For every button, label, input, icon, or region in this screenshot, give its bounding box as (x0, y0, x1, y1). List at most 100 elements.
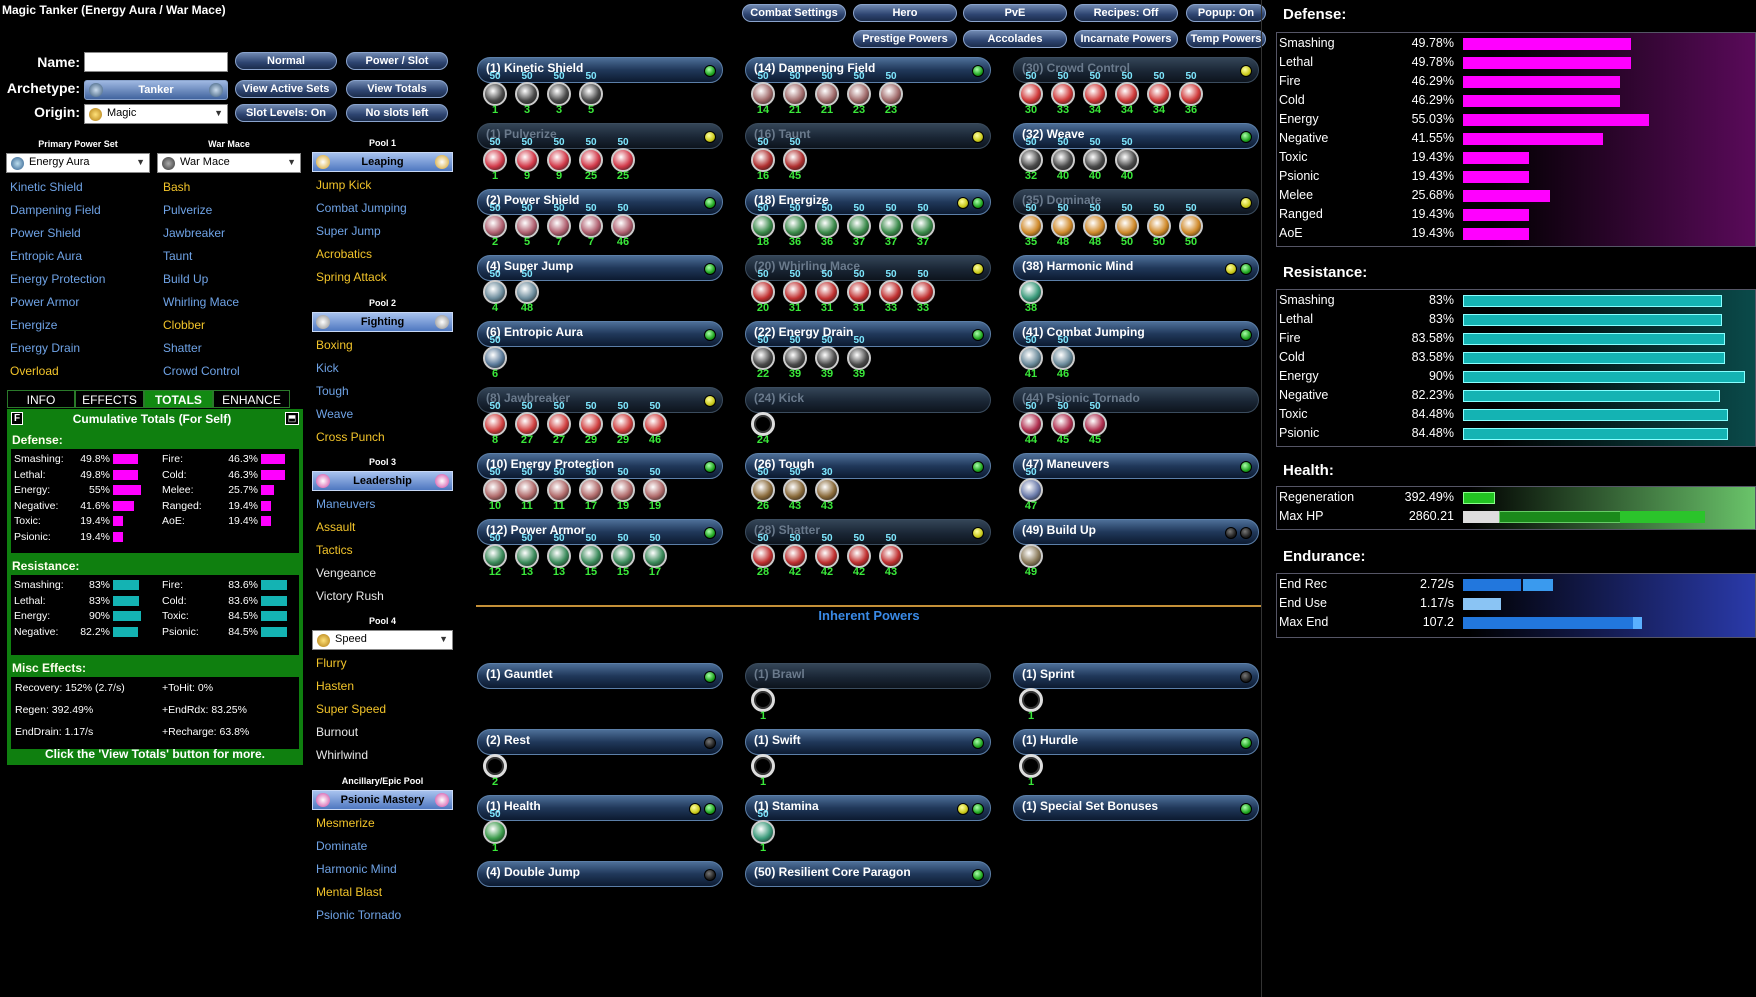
power-bar[interactable]: (47) Maneuvers (1013, 453, 1259, 479)
power-bar[interactable]: (10) Energy Protection (477, 453, 723, 479)
enhancement-slot[interactable]: 1 (1017, 679, 1045, 722)
power-item[interactable]: Vengeance (316, 566, 377, 580)
power-item[interactable]: Crowd Control (163, 364, 240, 378)
tab-effects[interactable]: EFFECTS (75, 390, 144, 408)
power-bar[interactable]: (28) Shatter (745, 519, 991, 545)
power-bar[interactable]: (49) Build Up (1013, 519, 1259, 545)
power-item[interactable]: Tactics (316, 543, 353, 557)
power-item[interactable]: Victory Rush (316, 589, 384, 603)
power-item[interactable]: Psionic Tornado (316, 908, 402, 922)
toolbar-button-r2-0[interactable]: Prestige Powers (853, 30, 957, 48)
power-item[interactable]: Tough (316, 384, 349, 398)
power-bar[interactable]: (1) Brawl (745, 663, 991, 689)
power-item[interactable]: Super Jump (316, 224, 381, 238)
pool-header[interactable]: Leaping (312, 152, 453, 172)
archetype-select[interactable]: Tanker (84, 80, 228, 100)
power-item[interactable]: Boxing (316, 338, 353, 352)
power-item[interactable]: Kinetic Shield (10, 180, 83, 194)
power-item[interactable]: Bash (163, 180, 191, 194)
power-item[interactable]: Burnout (316, 725, 359, 739)
power-item[interactable]: Mental Blast (316, 885, 383, 899)
secondary-set-select[interactable]: War Mace ▼ (157, 153, 301, 173)
power-bar[interactable]: (20) Whirling Mace (745, 255, 991, 281)
toolbar-button-r2-2[interactable]: Incarnate Powers (1074, 30, 1178, 48)
power-bar[interactable]: (1) Stamina (745, 795, 991, 821)
power-bar[interactable]: (1) Gauntlet (477, 663, 723, 689)
power-item[interactable]: Cross Punch (316, 430, 385, 444)
enhancement-slot[interactable]: 2 (481, 745, 509, 788)
pool-header[interactable]: Psionic Mastery (312, 790, 453, 810)
power-item[interactable]: Entropic Aura (10, 249, 83, 263)
enhancement-slot[interactable]: 49 (1017, 535, 1045, 578)
no-slots-button[interactable]: No slots left (346, 104, 448, 122)
power-bar[interactable]: (1) Health (477, 795, 723, 821)
enhancement-slot[interactable]: 24 (749, 403, 777, 446)
pool-header[interactable]: Fighting (312, 312, 453, 332)
power-bar[interactable]: (16) Taunt (745, 123, 991, 149)
power-bar[interactable]: (41) Combat Jumping (1013, 321, 1259, 347)
power-slot-button[interactable]: Power / Slot (346, 52, 448, 70)
power-bar[interactable]: (1) Swift (745, 729, 991, 755)
power-item[interactable]: Shatter (163, 341, 202, 355)
power-item[interactable]: Taunt (163, 249, 193, 263)
enhancement-slot[interactable]: 38 (1017, 271, 1045, 314)
toolbar-button-0[interactable]: Combat Settings (742, 4, 846, 22)
power-item[interactable]: Energy Drain (10, 341, 81, 355)
f-toggle-button[interactable]: F (11, 412, 23, 425)
enhancement-slot[interactable]: 1 (749, 745, 777, 788)
power-bar[interactable]: (18) Energize (745, 189, 991, 215)
toolbar-button-r2-1[interactable]: Accolades (963, 30, 1067, 48)
power-item[interactable]: Clobber (163, 318, 206, 332)
power-bar[interactable]: (6) Entropic Aura (477, 321, 723, 347)
power-bar[interactable]: (32) Weave (1013, 123, 1259, 149)
power-bar[interactable]: (2) Power Shield (477, 189, 723, 215)
normal-button[interactable]: Normal (235, 52, 337, 70)
